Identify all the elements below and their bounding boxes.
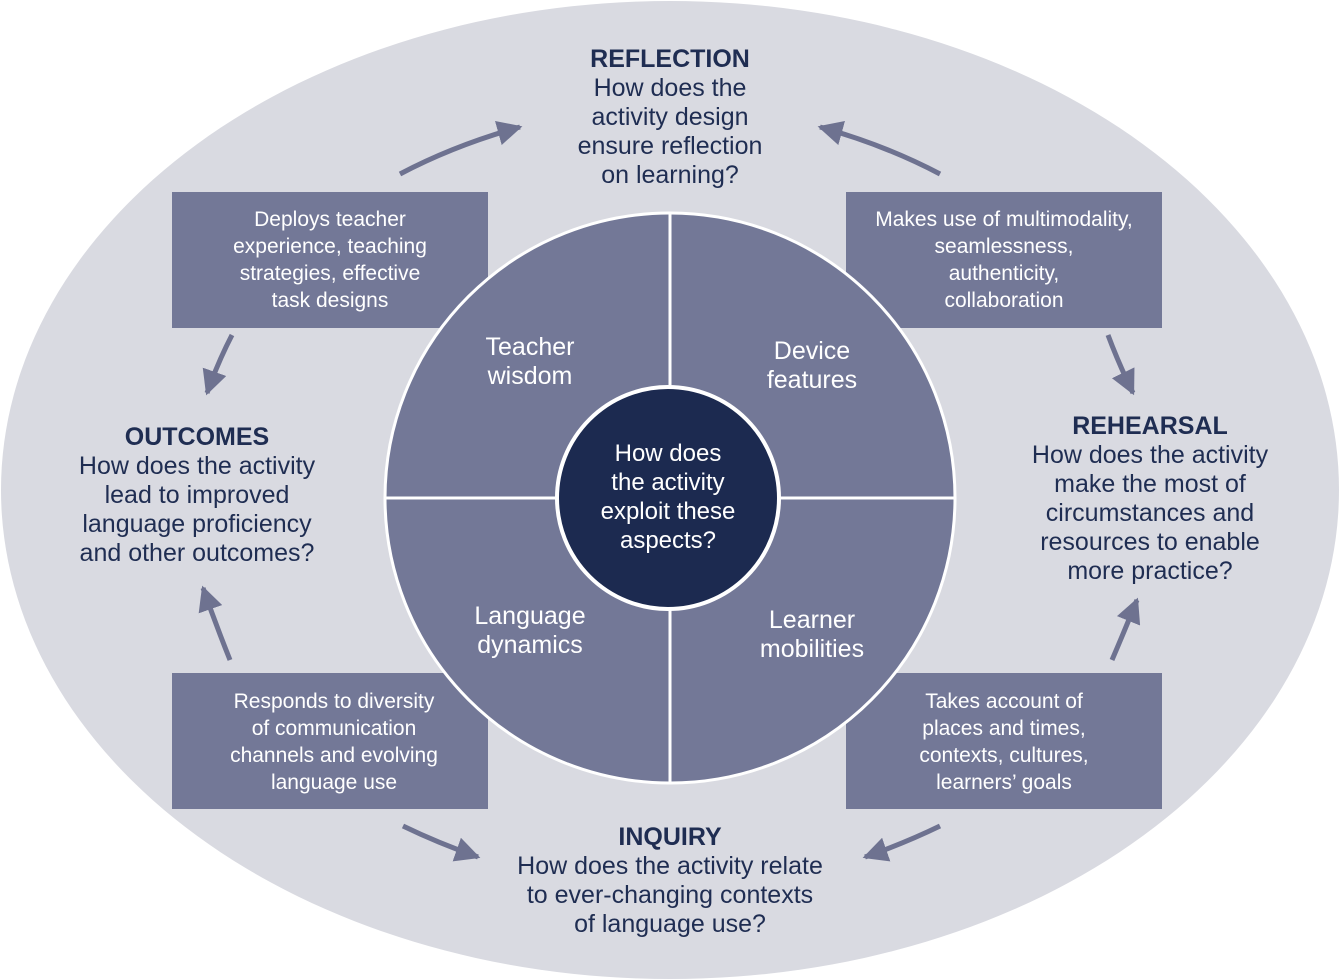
outcomes-title: OUTCOMES [124, 423, 270, 451]
reflection-question: How does the activity design ensure refl… [577, 74, 763, 189]
box-top-left-text: Deploys teacher experience, teaching str… [233, 208, 427, 312]
center-circle [555, 385, 781, 611]
arrow-from-rehearsal [1109, 597, 1141, 661]
outcomes-group: OUTCOMES How does the activity lead to i… [42, 422, 352, 568]
segment-language-dynamics: Language dynamics [474, 602, 586, 659]
arrow-to-inquiry-left [401, 823, 481, 862]
rehearsal-group: REHEARSAL How does the activity make the… [1000, 411, 1300, 586]
inquiry-group: INQUIRY How does the activity relate to … [470, 822, 870, 939]
box-bottom-left-text: Responds to diversity of communication c… [230, 690, 438, 794]
reflection-title: REFLECTION [590, 45, 750, 73]
arrow-from-reflection [817, 120, 942, 177]
box-bottom-left [172, 673, 488, 809]
segment-device-features: Device features [766, 337, 858, 394]
inquiry-question: How does the activity relate to ever-cha… [517, 852, 823, 938]
arrow-to-reflection [398, 120, 523, 177]
center-question: How does the activity exploit these aspe… [600, 440, 736, 554]
box-top-right [846, 192, 1162, 328]
arrow-to-rehearsal [1105, 334, 1136, 396]
segment-teacher-wisdom: Teacher wisdom [485, 333, 575, 390]
box-bottom-right-text: Takes account of places and times, conte… [919, 690, 1089, 794]
arrow-to-inquiry-right [862, 823, 942, 862]
rehearsal-title: REHEARSAL [1072, 412, 1228, 440]
box-bottom-right [846, 673, 1162, 809]
box-top-right-text: Makes use of multimodality, seamlessness… [875, 208, 1133, 312]
arrow-to-outcomes-from-top [202, 333, 235, 396]
outcomes-question: How does the activity lead to improved l… [78, 452, 316, 567]
reflection-group: REFLECTION How does the activity design … [520, 44, 820, 190]
box-top-left [172, 192, 488, 328]
inquiry-title: INQUIRY [618, 823, 722, 851]
arrow-to-outcomes-from-bottom [198, 585, 233, 661]
segment-learner-mobilities: Learner mobilities [759, 606, 865, 663]
rehearsal-question: How does the activity make the most of c… [1031, 441, 1269, 585]
